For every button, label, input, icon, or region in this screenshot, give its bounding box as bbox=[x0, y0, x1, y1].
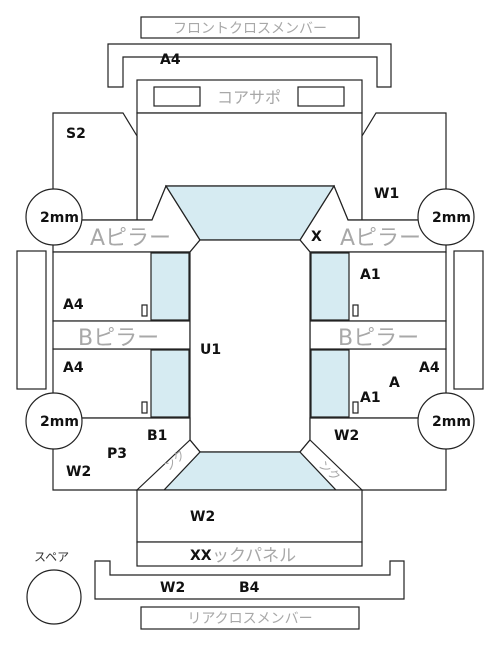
front-member-code: A4 bbox=[160, 52, 181, 68]
left-b-pillar-band bbox=[52, 320, 191, 350]
right-rear-handle bbox=[352, 401, 359, 414]
right-side-panel bbox=[453, 250, 484, 390]
core-support-label: コアサポ bbox=[217, 88, 281, 107]
a-pillar-right-code: X bbox=[311, 229, 322, 245]
back-panel-box bbox=[136, 541, 363, 567]
right-front-handle bbox=[352, 304, 359, 317]
back-panel-label: ックパネル bbox=[212, 546, 296, 566]
right-apron-code: W1 bbox=[374, 186, 399, 202]
rear-member-code-b: B4 bbox=[239, 580, 260, 596]
left-upper-door-code: A4 bbox=[63, 297, 84, 313]
right-b-pillar-band bbox=[309, 320, 447, 350]
front-left-tire bbox=[25, 188, 83, 246]
rear-left-tire-depth: 2mm bbox=[40, 414, 79, 430]
core-support-right-slot bbox=[297, 86, 345, 107]
spare-tire bbox=[26, 569, 82, 625]
left-front-window bbox=[150, 252, 190, 321]
left-rear-door-bottom-code: B1 bbox=[147, 428, 167, 444]
front-member-bracket bbox=[107, 43, 392, 88]
rear-right-tire-depth: 2mm bbox=[432, 414, 471, 430]
right-b-pillar-label: Bピラー bbox=[338, 326, 419, 351]
left-front-handle bbox=[141, 304, 148, 317]
back-panel-code: XX bbox=[190, 548, 212, 564]
right-front-window bbox=[310, 252, 350, 321]
trunk-lid bbox=[136, 489, 363, 543]
left-quarter-code-a: P3 bbox=[107, 446, 127, 462]
rear-right-tire bbox=[417, 392, 475, 450]
right-outer-code: A4 bbox=[419, 360, 440, 376]
spare-tire-label: スペア bbox=[34, 550, 69, 564]
rear-member-code-a: W2 bbox=[160, 580, 185, 596]
left-rear-handle bbox=[141, 401, 148, 414]
left-a-pillar-label: Aピラー bbox=[90, 226, 171, 251]
left-quarter-code-b: W2 bbox=[66, 464, 91, 480]
right-upper-door-code: A1 bbox=[360, 267, 381, 283]
right-quarter-code: W2 bbox=[334, 428, 359, 444]
rear-cross-member-box bbox=[140, 606, 360, 630]
core-support-left-slot bbox=[153, 86, 201, 107]
front-cross-member-box bbox=[140, 16, 360, 39]
front-right-tire bbox=[417, 188, 475, 246]
trunk-floor-code: W2 bbox=[190, 509, 215, 525]
rear-member-bracket bbox=[94, 560, 405, 600]
front-cross-member-label: フロントクロスメンバー bbox=[173, 21, 327, 37]
right-rear-window bbox=[310, 349, 350, 418]
front-right-tire-depth: 2mm bbox=[432, 210, 471, 226]
right-lower-door-code: A1 bbox=[360, 390, 381, 406]
left-rear-window bbox=[150, 349, 190, 418]
roof-code: U1 bbox=[200, 342, 221, 358]
rear-left-tire bbox=[25, 392, 83, 450]
left-lower-door-code: A4 bbox=[63, 360, 84, 376]
right-a-pillar-label: Aピラー bbox=[340, 226, 421, 251]
right-mid-code: A bbox=[389, 375, 400, 391]
front-left-tire-depth: 2mm bbox=[40, 210, 79, 226]
left-side-panel bbox=[16, 250, 47, 390]
left-apron-code: S2 bbox=[66, 126, 86, 142]
left-b-pillar-label: Bピラー bbox=[78, 326, 159, 351]
rear-cross-member-label: リアクロスメンバー bbox=[187, 611, 312, 627]
